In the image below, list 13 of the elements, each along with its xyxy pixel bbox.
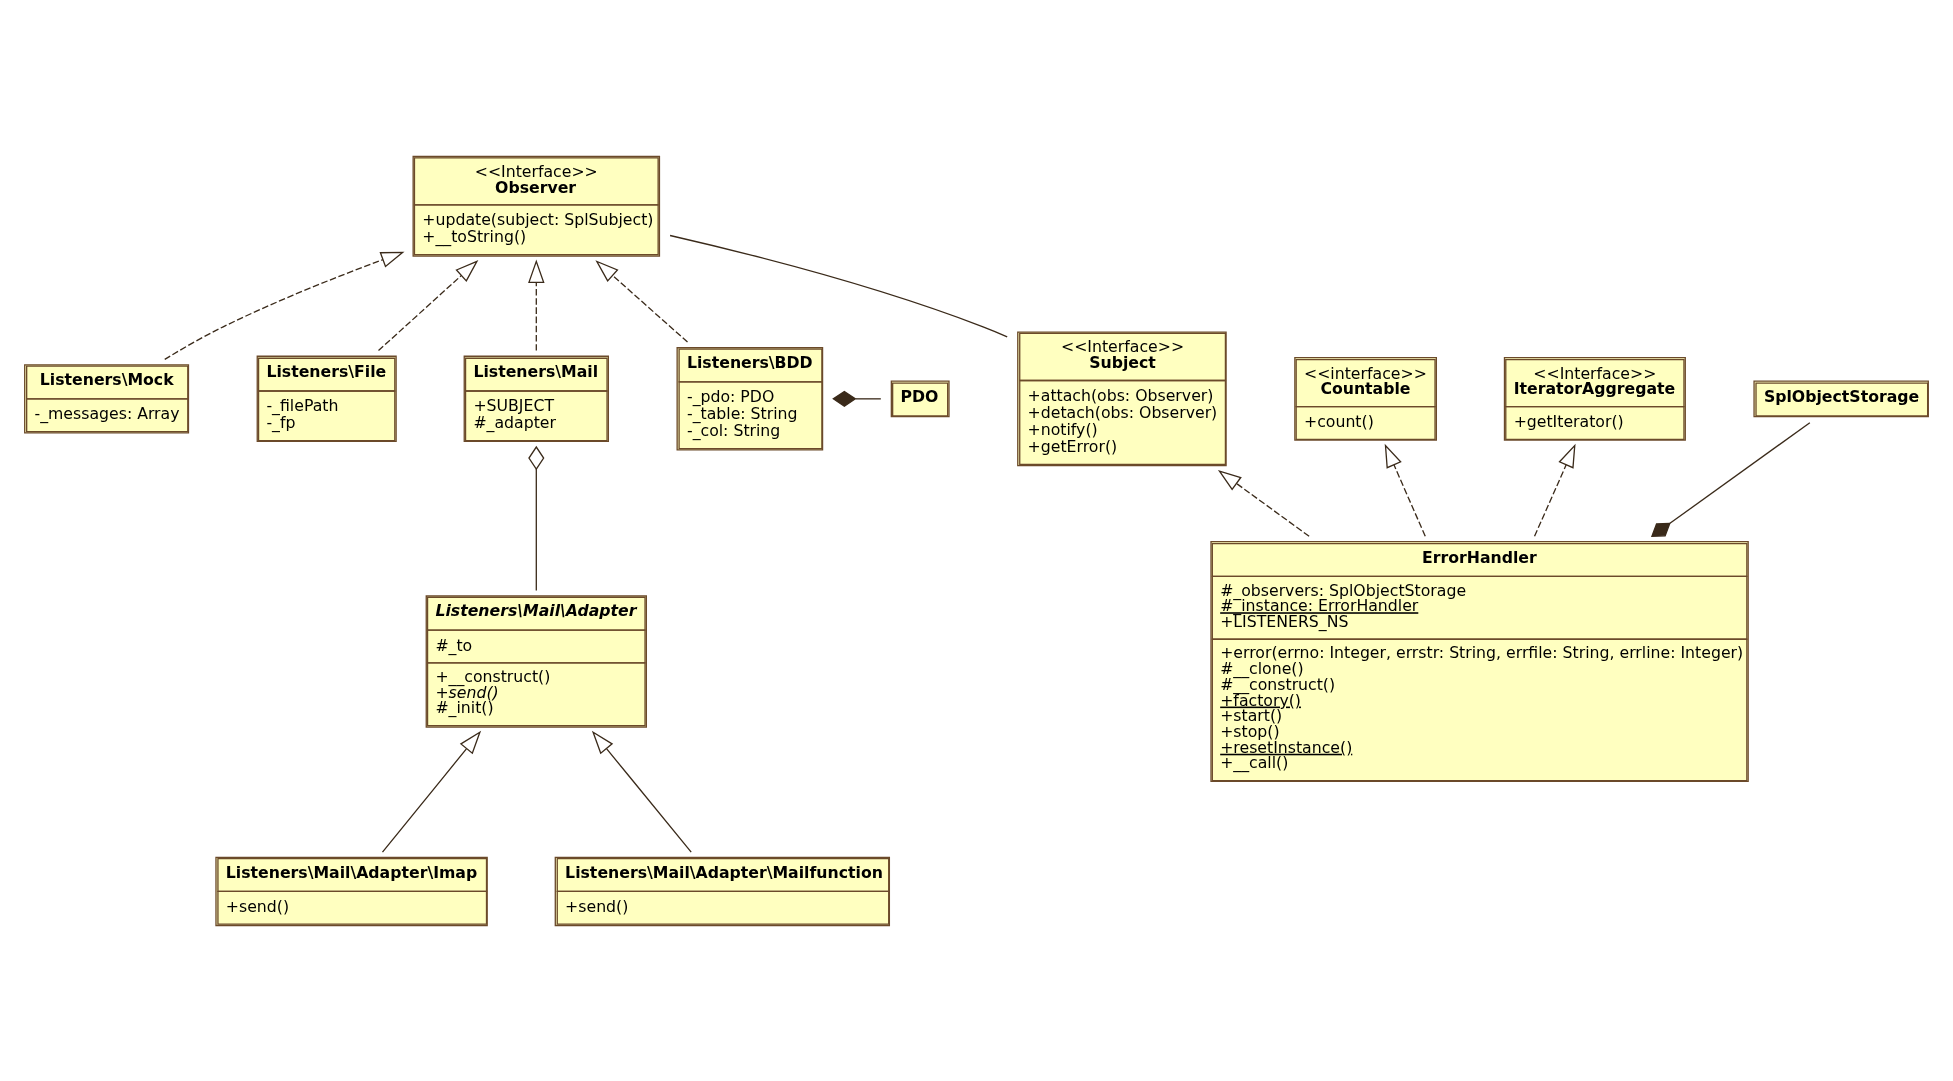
arrow (528, 258, 545, 351)
arrow (381, 730, 482, 853)
arrow (591, 730, 692, 853)
arrow (1217, 469, 1310, 537)
connector (669, 234, 1008, 337)
arrow (377, 259, 479, 351)
arrow (164, 251, 405, 360)
arrow (595, 259, 689, 343)
connector (832, 390, 882, 407)
connector (528, 445, 545, 591)
connector (1650, 421, 1811, 537)
arrow (1384, 443, 1426, 537)
arrow (1533, 443, 1576, 537)
